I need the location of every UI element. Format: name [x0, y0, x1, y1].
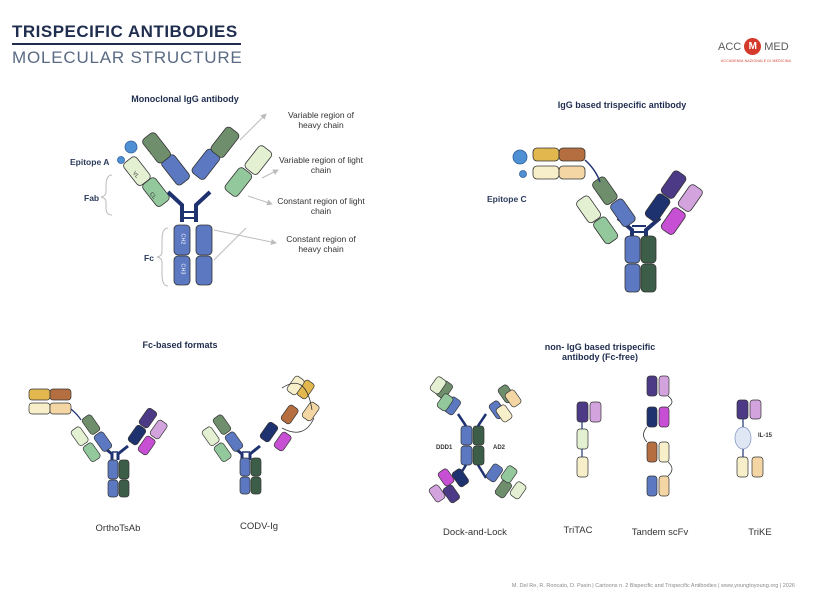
logo-tagline: ACCADEMIA NAZIONALE DI MEDICINA	[721, 59, 792, 63]
igg-label-ch3: CH3	[179, 263, 186, 275]
ddd1-label: DDD1	[436, 445, 453, 451]
epitope-c-small	[519, 170, 527, 178]
callout-vl: Variable region of light chain	[279, 155, 363, 175]
heading-igg-trispecific: IgG based trispecific antibody	[557, 100, 687, 110]
epitope-a-large	[124, 140, 138, 154]
callout-arrow-3	[247, 195, 273, 206]
codv-ig	[201, 375, 320, 495]
epitope-c-label: Epitope C	[487, 194, 527, 204]
heading-monoclonal-igg: Monoclonal IgG antibody	[131, 94, 239, 104]
igg-trispecific	[512, 147, 703, 293]
monoclonal-igg	[100, 113, 279, 287]
igg-vl-right	[244, 145, 273, 175]
dock-and-lock	[428, 376, 527, 504]
igg-hinge	[166, 190, 212, 222]
ad2-label: AD2	[493, 445, 506, 451]
callout-ch: Constant region of heavy chain	[286, 234, 356, 254]
tandem-scfv	[643, 375, 673, 497]
igg-ch3-left	[173, 255, 191, 286]
fc-brace	[156, 227, 169, 287]
accmed-logo: ACC M MED	[718, 38, 789, 55]
igg-vl-left	[123, 156, 151, 186]
format-trike: TriKE	[748, 527, 772, 538]
page-title: TRISPECIFIC ANTIBODIES	[12, 22, 238, 41]
il15-label: IL-15	[758, 433, 773, 439]
format-codv-ig: CODV-Ig	[239, 521, 278, 532]
epitope-a-small	[117, 156, 125, 164]
igg-ch3-right	[195, 255, 213, 286]
fab-brace	[100, 174, 113, 216]
callout-arrow-1	[239, 113, 267, 141]
epitope-a-label: Epitope A	[70, 157, 110, 167]
format-tritac: TriTAC	[563, 525, 593, 536]
callout-cl: Constant region of light chain	[277, 196, 365, 216]
logo-right-text: MED	[764, 40, 789, 53]
igg-vh-right	[210, 126, 240, 158]
igg-ch2-left	[173, 224, 191, 256]
format-tandem-scfv: Tandem scFv	[631, 527, 689, 538]
igg-label-ch2: CH2	[179, 233, 186, 245]
format-dock-and-lock: Dock-and-Lock	[443, 527, 507, 538]
igg-vh-left	[142, 132, 171, 164]
orthotsab	[28, 388, 168, 498]
title-divider	[12, 43, 241, 45]
logo-mark: M	[744, 38, 762, 55]
callout-vh: Variable region of heavy chain	[288, 110, 354, 130]
logo-left-text: ACC	[718, 40, 742, 53]
heading-non-igg: non- IgG based trispecific antibody (Fc-…	[544, 342, 656, 362]
callout-arrow-4	[213, 229, 277, 245]
format-orthotsab: OrthoTsAb	[95, 523, 141, 534]
igg-ch2-right	[195, 224, 213, 256]
epitope-c-large	[512, 149, 528, 165]
heading-fc-formats: Fc-based formats	[142, 340, 218, 350]
callout-arrow-5	[213, 227, 247, 261]
fc-label: Fc	[144, 253, 154, 263]
trike	[734, 399, 764, 478]
igg-cl-right	[224, 167, 253, 197]
tritac	[576, 401, 602, 478]
page-subtitle: MOLECULAR STRUCTURE	[12, 48, 243, 67]
fab-label: Fab	[84, 193, 100, 203]
callout-arrow-2	[261, 169, 279, 179]
footer-credit: M. Del Re, R. Roncato, D. Pasin | Cartoo…	[511, 583, 795, 589]
